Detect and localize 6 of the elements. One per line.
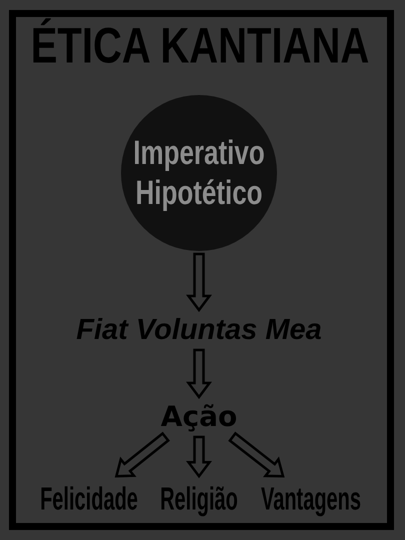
hollow-arrow <box>228 432 285 478</box>
hollow-arrow <box>186 348 212 400</box>
hollow-arrow <box>186 252 212 312</box>
hollow-arrow <box>114 432 170 478</box>
hollow-arrow <box>186 436 212 478</box>
circle-text: Imperativo Hipotético <box>132 132 266 214</box>
